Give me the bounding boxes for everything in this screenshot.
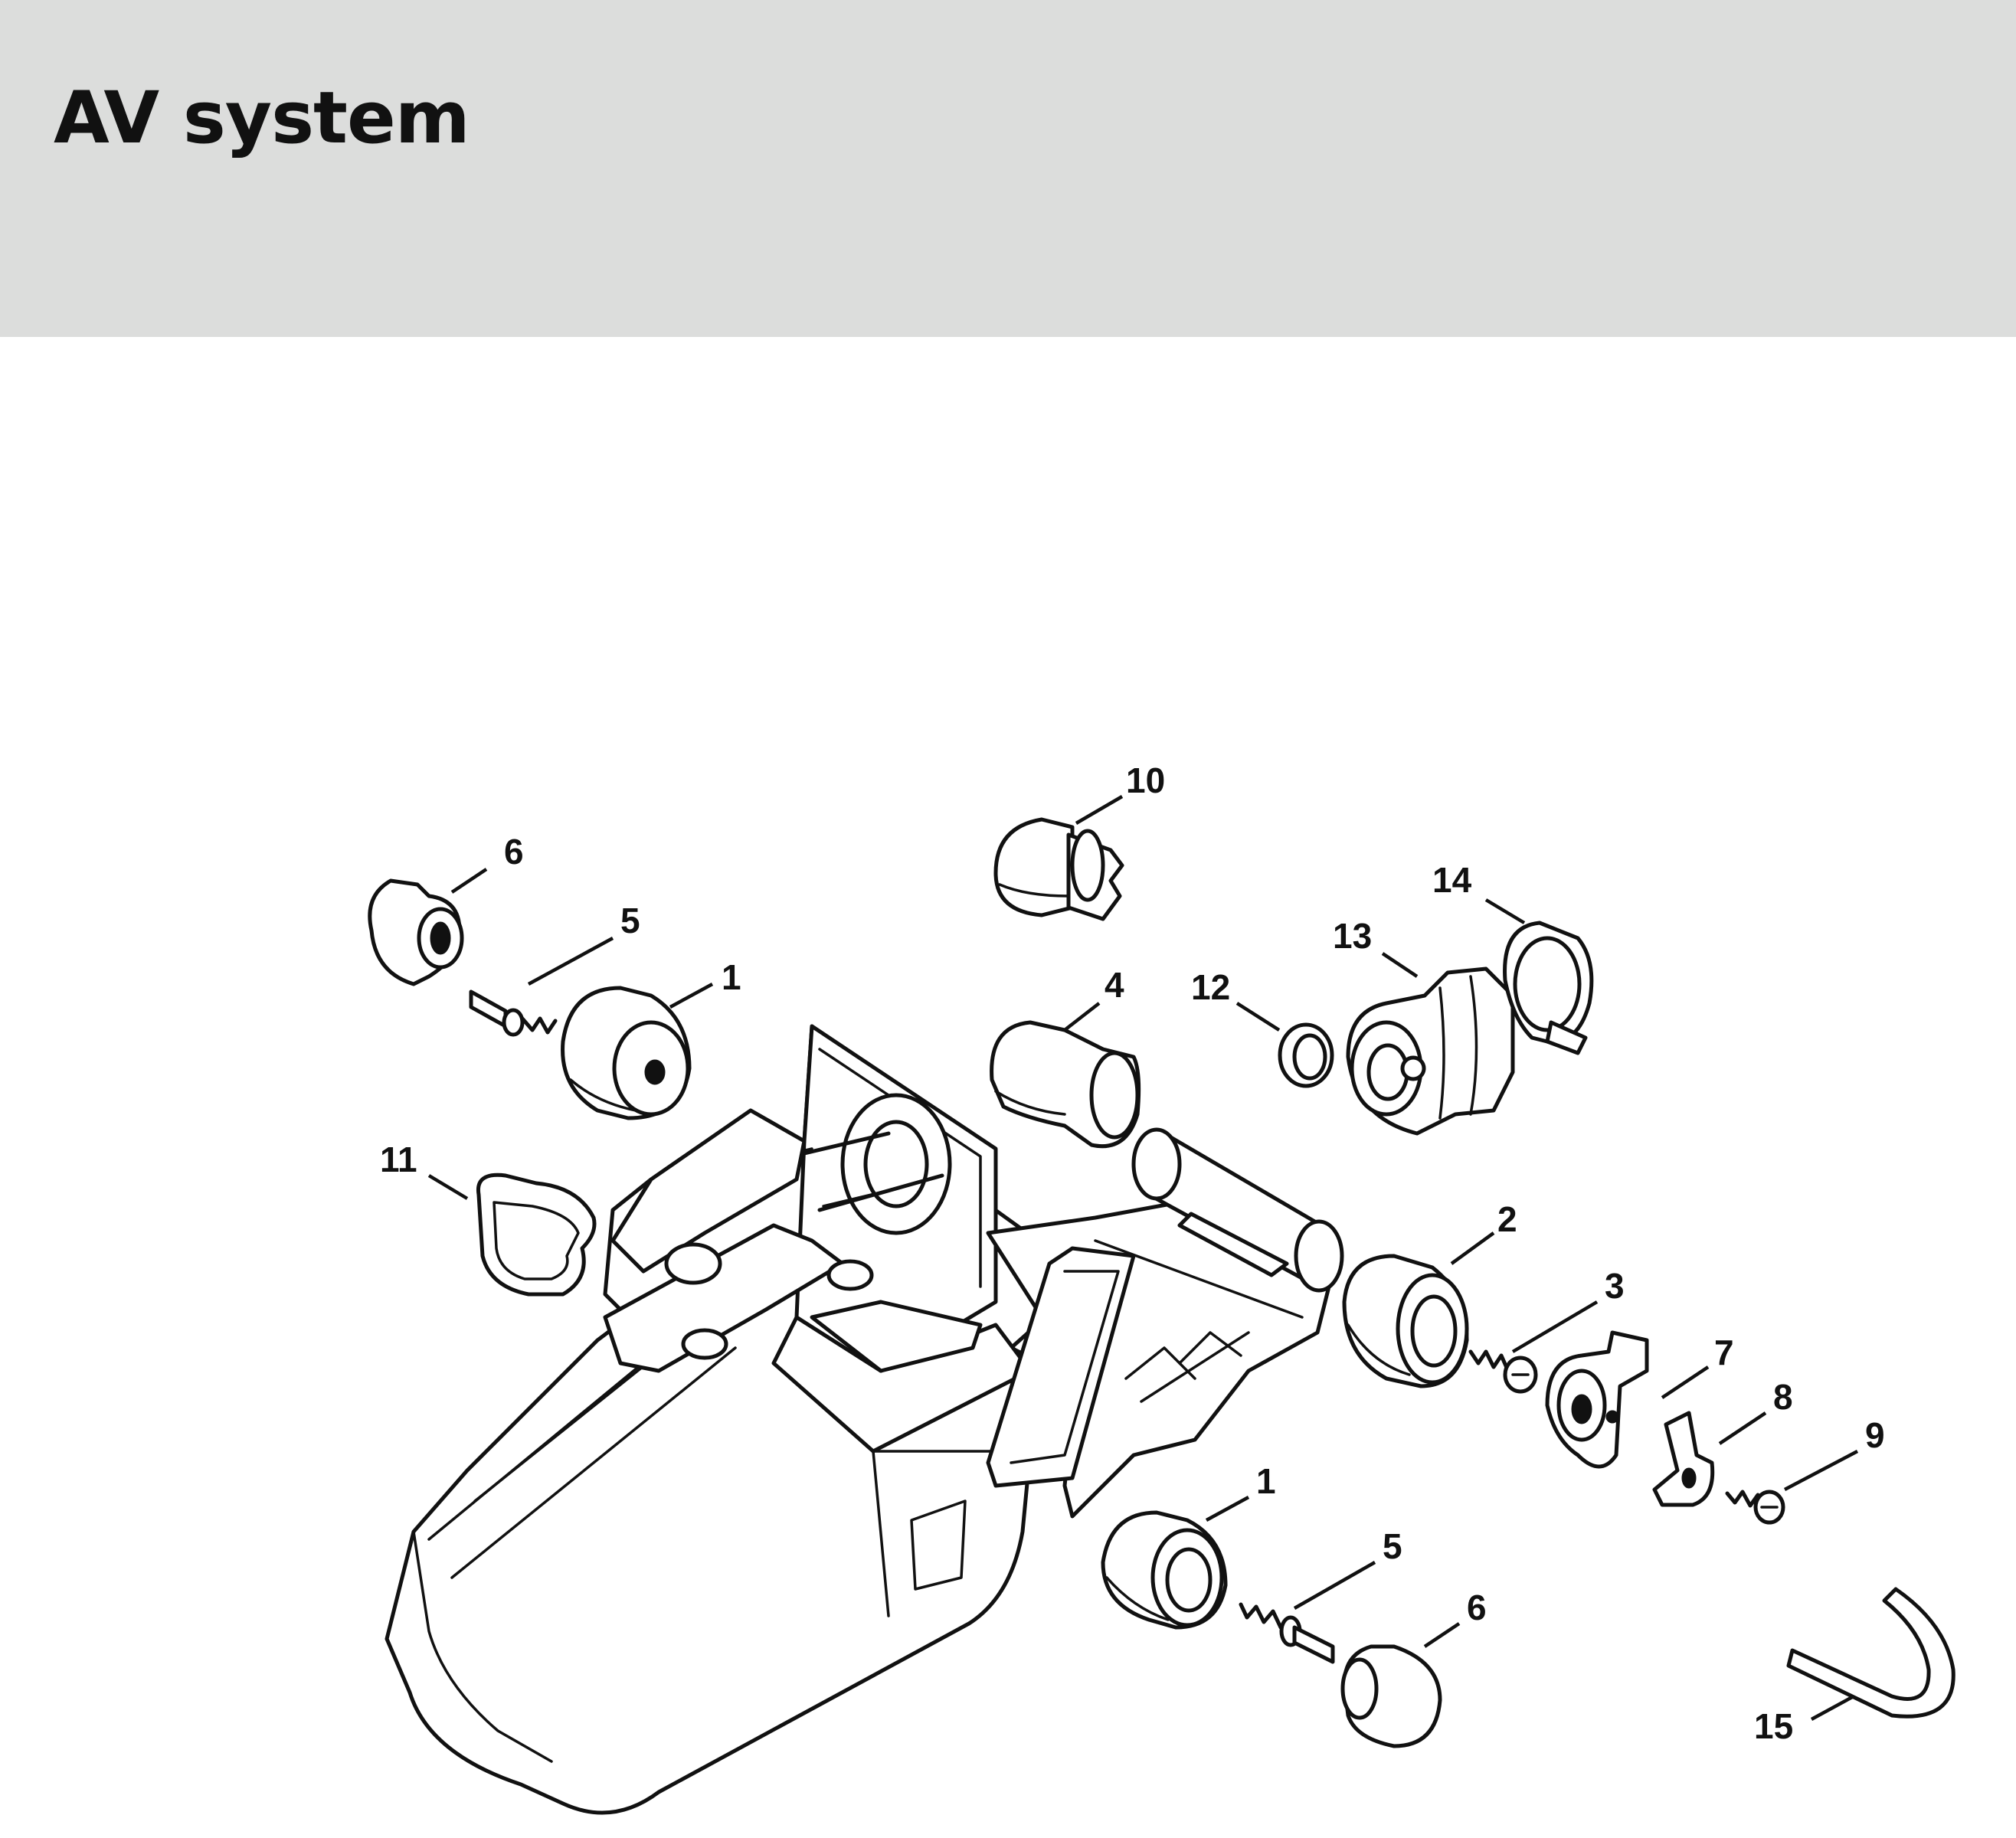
part-15-hose bbox=[1786, 1587, 1955, 1719]
part-5-bottom-screw bbox=[1239, 1602, 1335, 1664]
callout-13: 13 bbox=[1333, 916, 1372, 956]
part-10-buffer bbox=[993, 817, 1124, 921]
part-5-top-screw bbox=[469, 989, 558, 1037]
header-banner: AV system bbox=[0, 0, 2016, 337]
page-title: AV system bbox=[54, 77, 470, 160]
callout-5-bottom: 5 bbox=[1383, 1526, 1402, 1566]
callout-9: 9 bbox=[1865, 1415, 1885, 1455]
callout-10: 10 bbox=[1126, 760, 1165, 800]
part-11-gasket bbox=[476, 1172, 597, 1297]
part-14-clamp bbox=[1503, 921, 1594, 1055]
callout-12: 12 bbox=[1191, 967, 1230, 1007]
part-13-manifold bbox=[1346, 966, 1515, 1136]
callout-6-top: 6 bbox=[504, 832, 524, 872]
part-4-sleeve bbox=[990, 1020, 1141, 1149]
callout-7: 7 bbox=[1714, 1333, 1734, 1372]
callout-labels: 10 6 5 1 4 12 13 14 11 2 3 7 8 9 1 5 6 1… bbox=[380, 760, 1885, 1746]
part-12-ring bbox=[1278, 1022, 1334, 1088]
callout-11: 11 bbox=[380, 1140, 417, 1179]
callout-6-bottom: 6 bbox=[1467, 1588, 1487, 1627]
callout-15: 15 bbox=[1754, 1706, 1793, 1746]
callout-3: 3 bbox=[1605, 1266, 1625, 1306]
callout-8: 8 bbox=[1773, 1377, 1793, 1417]
part-2-buffer bbox=[1342, 1254, 1469, 1388]
part-6-top-cap bbox=[368, 878, 464, 986]
part-9-screw bbox=[1725, 1490, 1785, 1525]
callout-1-bottom: 1 bbox=[1256, 1461, 1276, 1501]
callout-5-top: 5 bbox=[620, 901, 640, 940]
callout-4: 4 bbox=[1105, 965, 1124, 1005]
callout-1-top: 1 bbox=[722, 957, 741, 997]
part-6-bottom-cap bbox=[1340, 1644, 1442, 1748]
leader-lines bbox=[427, 795, 1859, 1721]
part-1-bottom-buffer bbox=[1101, 1510, 1228, 1630]
callout-2: 2 bbox=[1497, 1199, 1517, 1239]
part-8-clip bbox=[1652, 1411, 1715, 1507]
part-3-screw bbox=[1468, 1349, 1538, 1394]
callout-14: 14 bbox=[1432, 860, 1472, 900]
part-7-bracket bbox=[1545, 1330, 1649, 1469]
part-1-top-buffer bbox=[561, 986, 692, 1120]
housing bbox=[385, 1024, 1344, 1815]
